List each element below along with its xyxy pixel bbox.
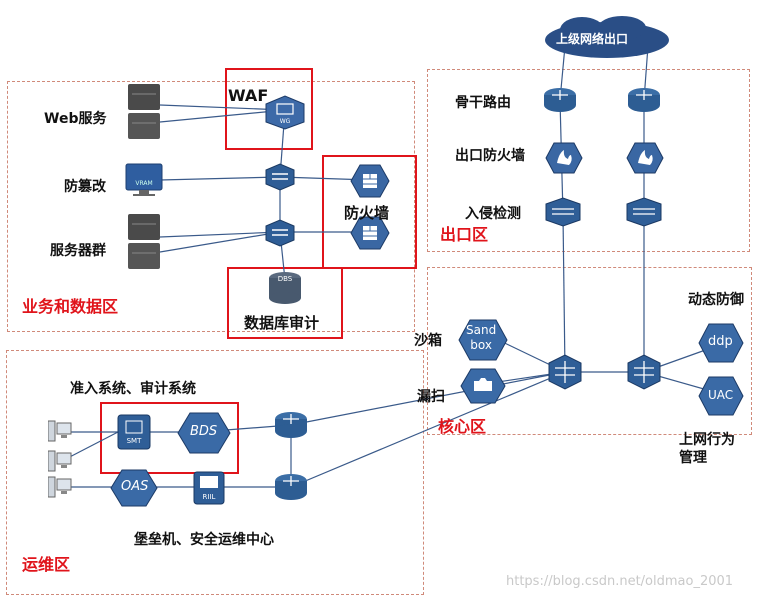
uac-icon xyxy=(698,376,744,416)
ids-icon xyxy=(626,197,662,227)
dbaudit-highlight xyxy=(227,267,343,339)
ids-icon xyxy=(545,197,581,227)
behavior-label: 上网行为 管理 xyxy=(679,432,735,466)
cloud-icon xyxy=(545,16,669,58)
waf-highlight xyxy=(225,68,313,150)
exit-zone xyxy=(427,69,750,252)
vram-text: VRAM xyxy=(135,180,152,187)
vuln-scan-label: 漏扫 xyxy=(417,389,445,405)
nac-highlight xyxy=(100,402,239,474)
waf-device-icon: WG xyxy=(265,95,305,130)
firewall-highlight xyxy=(322,155,417,269)
firewall-icon xyxy=(545,142,583,174)
watermark: https://blog.csdn.net/oldmao_2001 xyxy=(506,574,734,589)
core-zone xyxy=(427,267,752,435)
waf-label: WAF xyxy=(228,86,269,105)
scanner-icon xyxy=(460,368,506,404)
pc-icon xyxy=(48,420,72,442)
backbone-router-label: 骨干路由 xyxy=(455,95,511,111)
bastion-label: 堡垒机、安全运维中心 xyxy=(134,532,274,548)
exit-zone-label: 出口区 xyxy=(440,225,489,244)
db-audit-label: 数据库审计 xyxy=(244,314,320,332)
smt-icon: SMT xyxy=(117,414,151,450)
ddp-icon xyxy=(698,323,744,363)
sandbox-icon-text: Sand box xyxy=(466,323,497,352)
server-icon xyxy=(128,84,160,139)
firewall-label: 防火墙 xyxy=(344,204,390,222)
exit-firewall-label: 出口防火墙 xyxy=(455,148,525,164)
monitor-icon: VRAM xyxy=(125,163,163,196)
oas-icon-text: OAS xyxy=(121,479,149,494)
database-icon: DBS xyxy=(269,272,301,304)
router-icon xyxy=(628,88,660,112)
router-icon xyxy=(275,474,307,500)
router-icon xyxy=(275,412,307,438)
smt-text: SMT xyxy=(127,437,142,445)
sandbox-label: 沙箱 xyxy=(414,333,442,349)
bds-icon-text: BDS xyxy=(190,424,218,439)
bds-icon xyxy=(177,412,231,454)
uac-icon-text: UAC xyxy=(708,388,734,402)
ids-label: 入侵检测 xyxy=(465,206,521,222)
pc-icon xyxy=(48,450,72,472)
router-icon xyxy=(544,88,576,112)
firewall-icon xyxy=(350,164,390,198)
ddp-icon-text: ddp xyxy=(708,334,733,349)
server-icon xyxy=(128,214,160,269)
riil-icon: RIIL xyxy=(193,471,225,505)
pc-icon xyxy=(48,476,72,498)
core-zone-label: 核心区 xyxy=(438,417,487,436)
tamper-label: 防篡改 xyxy=(64,179,106,195)
web-label: Web服务 xyxy=(44,111,107,127)
core-switch-icon xyxy=(627,354,661,390)
firewall-icon xyxy=(350,216,390,250)
ddos-label: 动态防御 xyxy=(688,292,744,308)
switch-icon xyxy=(265,219,295,247)
nac-label: 准入系统、审计系统 xyxy=(70,381,196,397)
business-zone-label: 业务和数据区 xyxy=(22,297,119,316)
riil-text: RIIL xyxy=(203,493,216,501)
business-zone xyxy=(7,81,415,332)
server-group-label: 服务器群 xyxy=(50,243,106,259)
switch-icon xyxy=(265,163,295,191)
oas-icon xyxy=(110,469,158,507)
ops-zone xyxy=(6,350,424,595)
firewall-icon xyxy=(626,142,664,174)
core-switch-icon xyxy=(548,354,582,390)
sandbox-icon xyxy=(458,319,508,361)
ops-zone-label: 运维区 xyxy=(22,555,71,574)
dbs-text: DBS xyxy=(278,275,293,283)
internet-label: 上级网络出口 xyxy=(556,32,629,46)
wg-text: WG xyxy=(280,118,291,125)
